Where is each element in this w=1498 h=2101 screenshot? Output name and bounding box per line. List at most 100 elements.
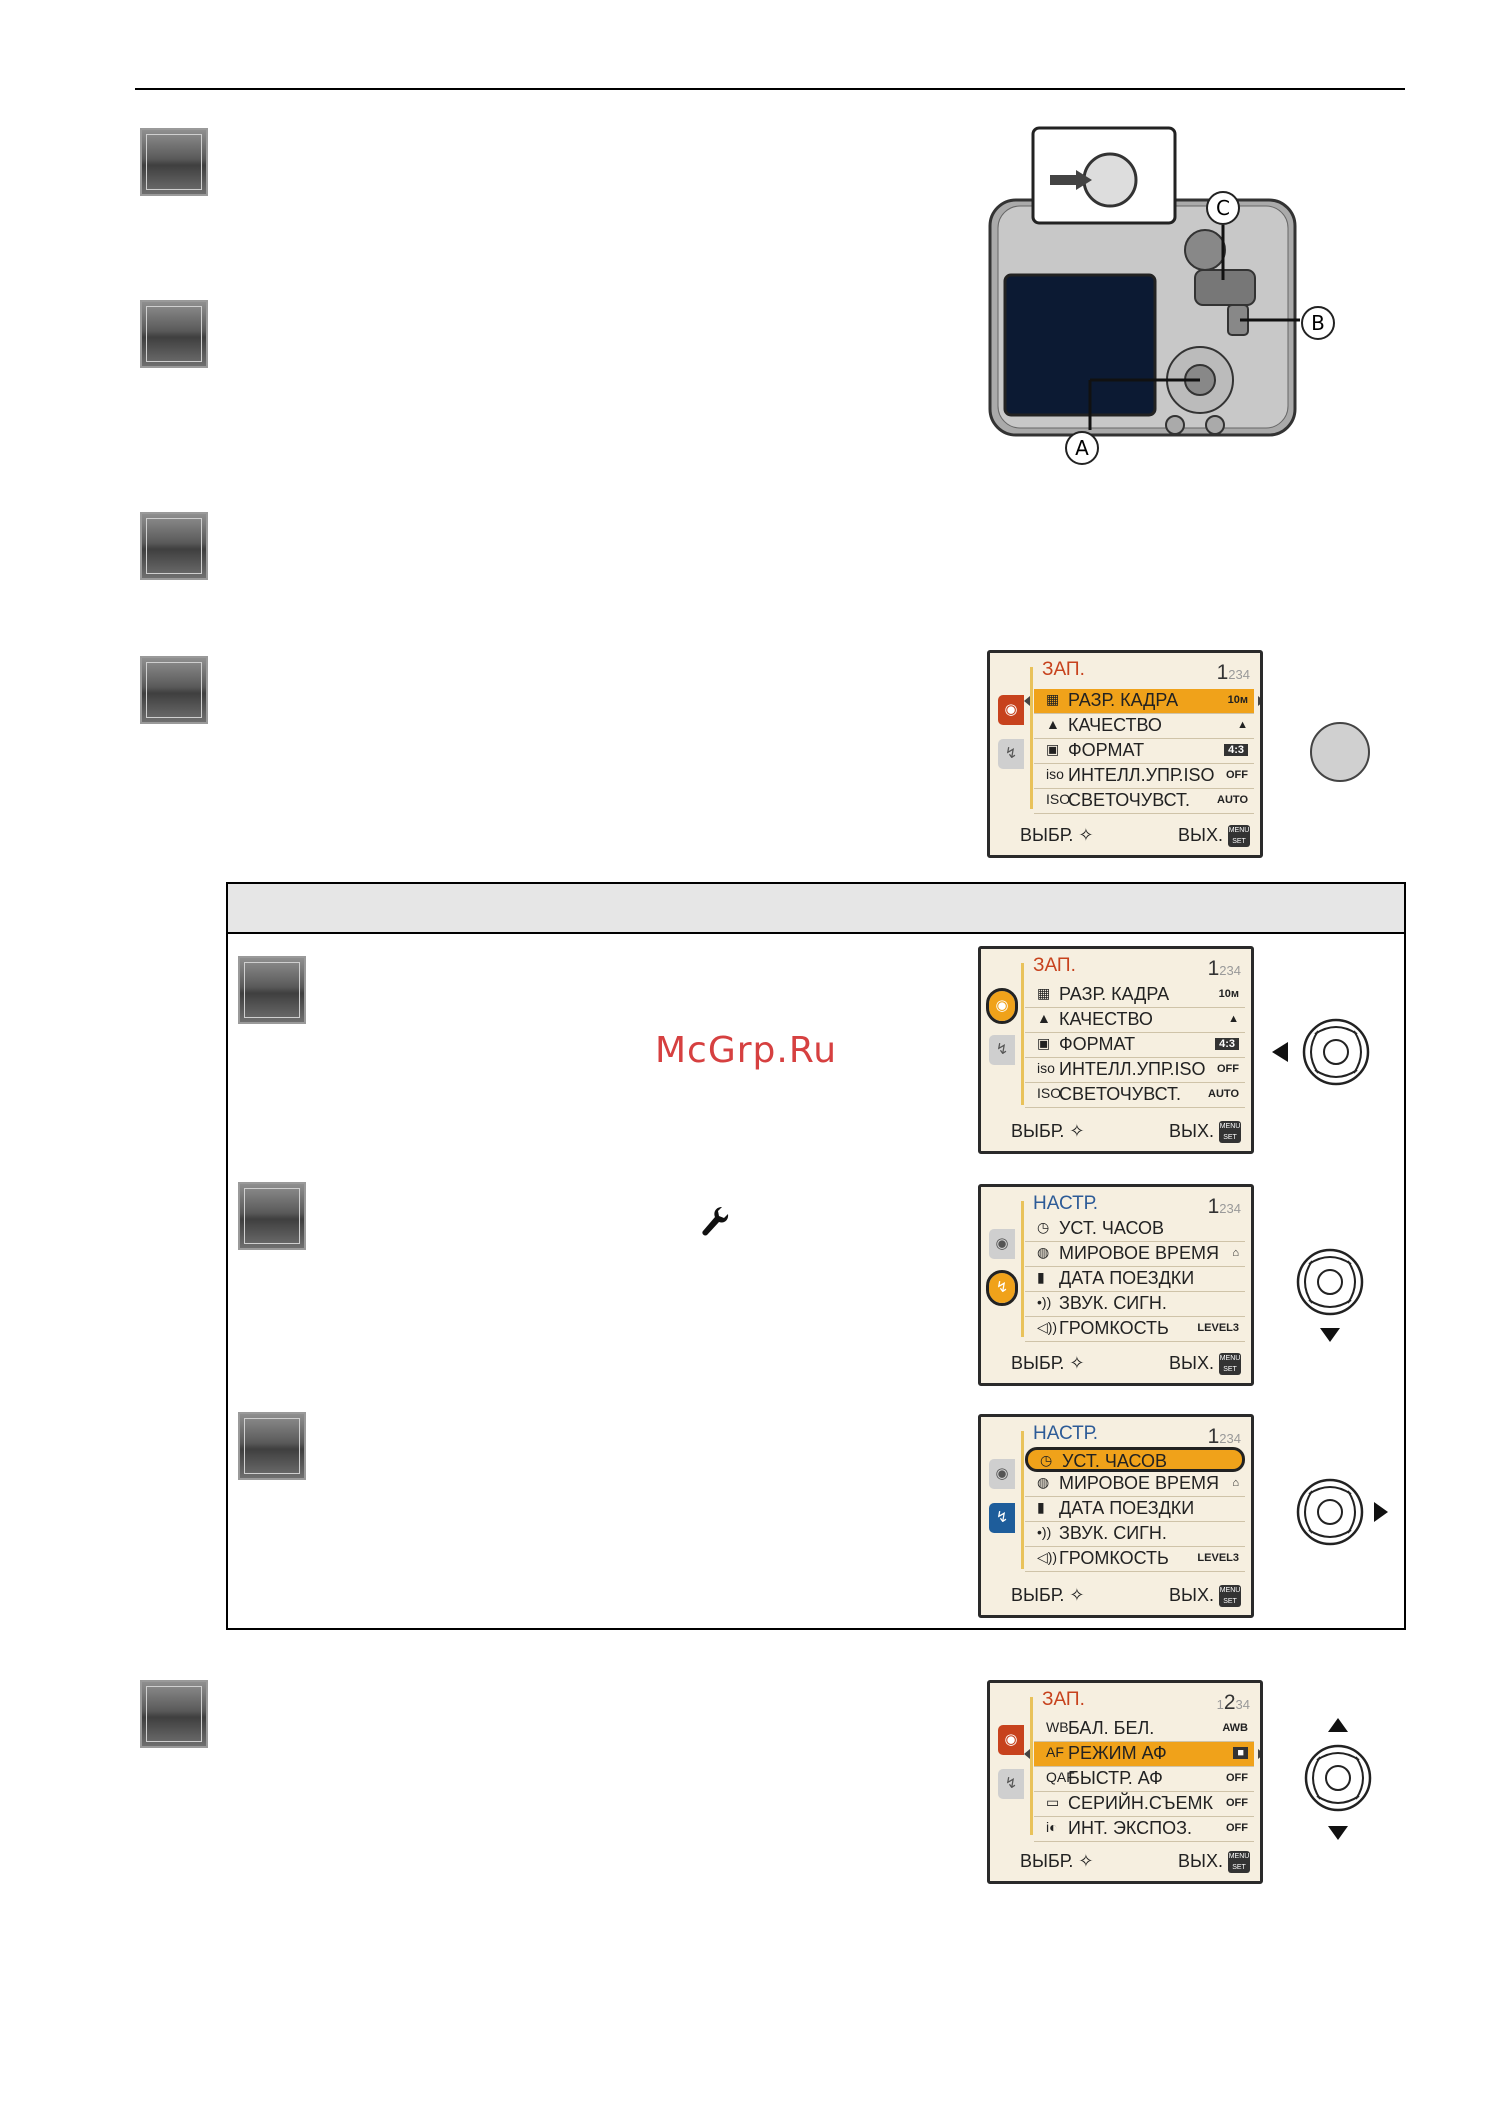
menu-row-icon: iso (1037, 1060, 1055, 1076)
rec-tab-camera-icon[interactable]: ◉ (989, 1229, 1015, 1259)
footer-exit-label: ВЫХ. (1169, 1585, 1214, 1605)
step-2-box (140, 300, 208, 368)
setup-tab-wrench-icon[interactable]: ↯ (998, 739, 1024, 769)
step-4-box (140, 656, 208, 724)
step-5-box (140, 1680, 208, 1748)
tab-divider (1021, 963, 1024, 1105)
menu-row-value: ■ (1233, 1747, 1248, 1759)
menu-footer: ВЫБР. ✧ВЫХ. MENU SET (1020, 825, 1250, 849)
menu-row-label: ИНТЕЛЛ.УПР.ISO (1068, 765, 1215, 785)
footer-select-label: ВЫБР. (1020, 1851, 1074, 1871)
menu-row[interactable]: •))ЗВУК. СИГН. (1025, 1292, 1245, 1317)
footer-select-label: ВЫБР. (1011, 1121, 1065, 1141)
menu-row-icon: i◐ (1046, 1819, 1058, 1835)
menu-row-label: МИРОВОЕ ВРЕМЯ (1059, 1243, 1219, 1263)
setup-tab-wrench-icon[interactable]: ↯ (986, 1270, 1018, 1306)
menu-row-icon: ◁)) (1037, 1549, 1058, 1565)
cursor-icon: ✧ (1078, 1851, 1094, 1871)
menu-row-value: ▲ (1228, 1013, 1239, 1025)
menu-tabs: ◉↯ (994, 653, 1028, 855)
menu-row[interactable]: ▲КАЧЕСТВО▲ (1025, 1008, 1245, 1033)
menu-row-label: ФОРМАТ (1068, 740, 1145, 760)
menu-row-value: OFF (1226, 1822, 1248, 1834)
menu-row[interactable]: ▮ДАТА ПОЕЗДКИ (1025, 1497, 1245, 1522)
menu-set-button-icon (1310, 722, 1370, 782)
substep-3-box (238, 1412, 306, 1480)
menu-set-icon: MENU SET (1219, 1585, 1241, 1608)
footer-exit-label: ВЫХ. (1178, 1851, 1223, 1871)
menu-footer: ВЫБР. ✧ВЫХ. MENU SET (1011, 1353, 1241, 1377)
menu-title: ЗАП. (1042, 1689, 1085, 1710)
menu-row-label: РАЗР. КАДРА (1068, 690, 1179, 710)
rec-tab-camera-icon[interactable]: ◉ (986, 988, 1018, 1024)
menu-row-icon: ◁)) (1037, 1319, 1058, 1335)
cursor-icon: ✧ (1078, 825, 1094, 845)
footer-exit-label: ВЫХ. (1169, 1353, 1214, 1373)
menu-row-icon: ISO (1046, 791, 1071, 807)
dpad-down-icon (1296, 1248, 1364, 1342)
step-3-box (140, 512, 208, 580)
label-c: C (1216, 196, 1230, 220)
menu-row[interactable]: ▲КАЧЕСТВО▲ (1034, 714, 1254, 739)
menu-title: НАСТР. (1033, 1193, 1099, 1214)
row-left-arrow-icon (1024, 696, 1030, 706)
tab-divider (1021, 1431, 1024, 1569)
menu-row[interactable]: ◷УСТ. ЧАСОВ (1025, 1217, 1245, 1242)
camera-illustration: A B C (988, 126, 1335, 465)
label-a: A (1075, 436, 1089, 460)
menu-row-value: OFF (1217, 1063, 1239, 1075)
menu-row-value: AUTO (1217, 794, 1248, 806)
menu-row[interactable]: ◍МИРОВОЕ ВРЕМЯ⌂ (1025, 1242, 1245, 1267)
footer-select-label: ВЫБР. (1011, 1585, 1065, 1605)
footer-select-label: ВЫБР. (1020, 825, 1074, 845)
setup-tab-wrench-icon[interactable]: ↯ (989, 1035, 1015, 1065)
setup-tab-wrench-icon[interactable]: ↯ (998, 1769, 1024, 1799)
menu-row-value: ⌂ (1232, 1477, 1239, 1489)
menu-row-icon: •)) (1037, 1524, 1052, 1540)
footer-select-label: ВЫБР. (1011, 1353, 1065, 1373)
page-indicator: 1234 (1207, 957, 1241, 980)
menu-row-value: 4:3 (1224, 744, 1248, 756)
setup-tab-wrench-icon[interactable]: ↯ (989, 1503, 1015, 1533)
menu-row-icon: ▦ (1046, 691, 1060, 707)
footer-exit-label: ВЫХ. (1169, 1121, 1214, 1141)
tab-divider (1021, 1201, 1024, 1337)
menu-row-icon: iso (1046, 766, 1064, 782)
dpad-right-icon (1296, 1478, 1388, 1546)
menu-row-icon: ◍ (1037, 1244, 1050, 1260)
row-left-arrow-icon (1024, 1749, 1030, 1759)
menu-set-icon: MENU SET (1219, 1121, 1241, 1144)
menu-row-value: AUTO (1208, 1088, 1239, 1100)
menu-row-value: 10м (1218, 988, 1239, 1000)
menu-row-label: КАЧЕСТВО (1059, 1009, 1153, 1029)
rec-tab-camera-icon[interactable]: ◉ (989, 1459, 1015, 1489)
menu-row-icon: ISO (1037, 1085, 1062, 1101)
menu-row[interactable]: ◷УСТ. ЧАСОВ (1025, 1447, 1245, 1472)
menu-row-label: ДАТА ПОЕЗДКИ (1059, 1498, 1195, 1518)
menu-row-icon: ▦ (1037, 985, 1051, 1001)
menu-row[interactable]: •))ЗВУК. СИГН. (1025, 1522, 1245, 1547)
menu-row[interactable]: ◍МИРОВОЕ ВРЕМЯ⌂ (1025, 1472, 1245, 1497)
menu-tabs: ◉↯ (994, 1683, 1028, 1881)
rec-tab-camera-icon[interactable]: ◉ (998, 695, 1024, 725)
menu-row[interactable]: i◐ИНТ. ЭКСПОЗ.OFF (1034, 1817, 1254, 1842)
rec-tab-camera-icon[interactable]: ◉ (998, 1725, 1024, 1755)
menu-row[interactable]: ▮ДАТА ПОЕЗДКИ (1025, 1267, 1245, 1292)
menu-footer: ВЫБР. ✧ВЫХ. MENU SET (1011, 1121, 1241, 1145)
